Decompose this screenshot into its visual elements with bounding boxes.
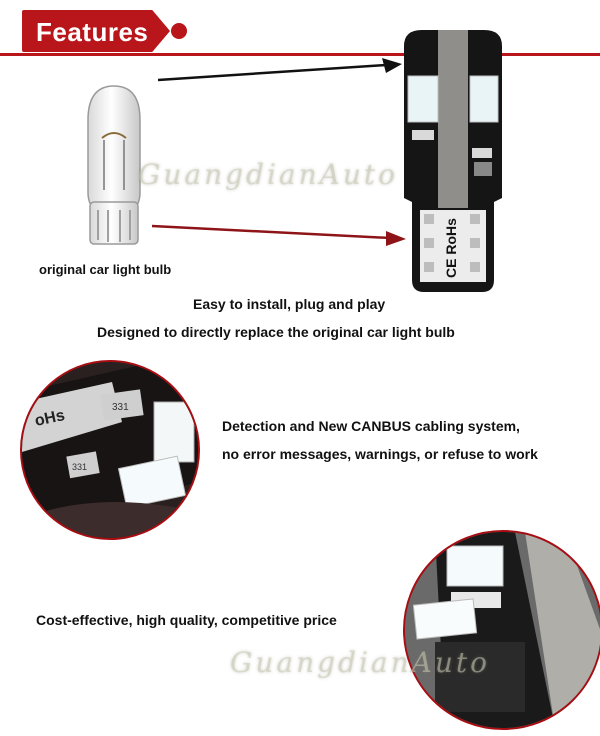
caption-cost: Cost-effective, high quality, competitiv… bbox=[36, 612, 337, 628]
header-rule bbox=[0, 53, 600, 56]
bulb-caption: original car light bulb bbox=[39, 262, 172, 277]
arrow-right-icon bbox=[152, 224, 406, 246]
resistor-code-2: 331 bbox=[72, 462, 87, 472]
caption-canbus-1: Detection and New CANBUS cabling system, bbox=[222, 418, 520, 434]
led-bulb-image: CE RoHs bbox=[404, 30, 502, 292]
caption-replace: Designed to directly replace the origina… bbox=[97, 324, 455, 340]
watermark: GuangdianAuto bbox=[138, 158, 399, 191]
resistor-code-1: 331 bbox=[112, 402, 129, 413]
closeup-quality bbox=[403, 530, 600, 730]
badge-dot bbox=[171, 23, 187, 39]
page-title: Features bbox=[36, 17, 149, 47]
header-banner: Features bbox=[0, 0, 600, 60]
original-bulb-image bbox=[87, 85, 141, 245]
rohs-label: CE RoHs bbox=[443, 218, 459, 278]
caption-canbus-2: no error messages, warnings, or refuse t… bbox=[222, 446, 538, 462]
closeup-canbus: oHs 331 331 bbox=[20, 360, 200, 540]
arrow-right-icon bbox=[158, 58, 402, 82]
caption-install: Easy to install, plug and play bbox=[193, 296, 386, 312]
closeup-rohs-text: oHs bbox=[33, 407, 66, 430]
features-badge bbox=[22, 10, 170, 52]
watermark: GuangdianAuto bbox=[230, 646, 491, 679]
